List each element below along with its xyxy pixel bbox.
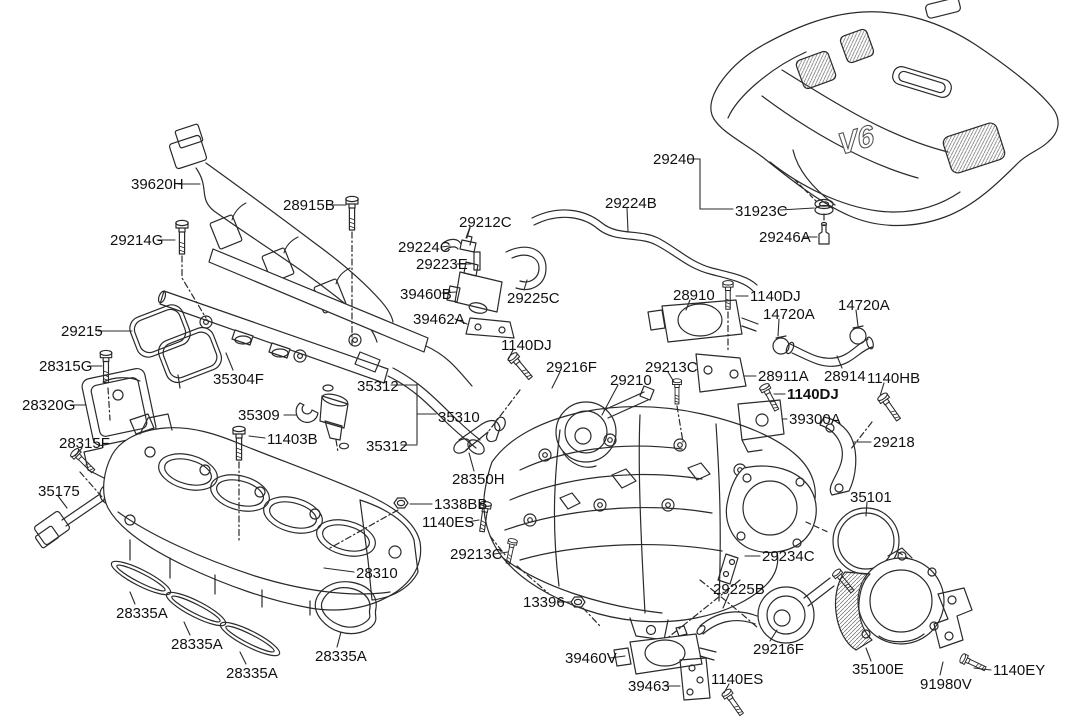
part-label-35101: 35101 [850, 489, 892, 506]
vacuum-fittings [442, 209, 758, 339]
part-label-35310: 35310 [438, 409, 480, 426]
part-label-28910: 28910 [673, 287, 715, 304]
bracket-39463 [679, 657, 711, 701]
solenoid-39460V [613, 625, 747, 718]
part-label-13396: 13396 [523, 594, 565, 611]
plenum-gasket [129, 304, 223, 389]
hose-28914 [772, 325, 874, 367]
part-label-1140dj: 1140DJ [750, 288, 801, 305]
upper-intake-manifold [483, 406, 817, 641]
small-hardware [175, 195, 684, 627]
part-label-29213c: 29213C [450, 546, 503, 563]
part-label-29223e: 29223E [416, 256, 468, 273]
part-label-28335a: 28335A [315, 648, 367, 665]
part-label-29246a: 29246A [759, 229, 811, 246]
part-label-35175: 35175 [38, 483, 80, 500]
part-label-28335a: 28335A [171, 636, 223, 653]
part-label-39620h: 39620H [131, 176, 184, 193]
part-label-28350h: 28350H [452, 471, 505, 488]
part-label-35312: 35312 [366, 438, 408, 455]
part-label-29224c: 29224C [398, 239, 451, 256]
part-label-39460b: 39460B [400, 286, 452, 303]
vacuum-elbow [453, 416, 506, 454]
part-label-1140dj: 1140DJ [501, 337, 552, 354]
part-label-1338bb: 1338BB [434, 496, 488, 513]
part-label-91980v: 91980V [920, 676, 972, 693]
part-label-35312: 35312 [357, 378, 399, 395]
part-label-29218: 29218 [873, 434, 915, 451]
leader-lines [57, 158, 992, 694]
part-label-29214g: 29214G [110, 232, 164, 249]
part-label-29240: 29240 [653, 151, 695, 168]
part-label-29215: 29215 [61, 323, 103, 340]
part-label-1140es: 1140ES [711, 671, 764, 688]
part-label-29234c: 29234C [762, 548, 815, 565]
part-label-29212c: 29212C [459, 214, 512, 231]
part-label-28315f: 28315F [59, 435, 110, 452]
manifold-gaskets [110, 560, 377, 657]
part-label-1140es: 1140ES [422, 514, 475, 531]
part-label-11403b: 11403B [267, 431, 318, 448]
part-label-31923c: 31923C [735, 203, 788, 220]
part-label-28914: 28914 [824, 368, 866, 385]
bracket-91980V [933, 587, 988, 674]
part-label-29225c: 29225C [507, 290, 560, 307]
part-label-28335a: 28335A [226, 665, 278, 682]
throttle-body [834, 547, 945, 651]
part-label-39463: 39463 [628, 678, 670, 695]
part-label-1140hb: 1140HB [867, 370, 921, 387]
bracket-28911A [695, 353, 747, 393]
part-label-35100e: 35100E [852, 661, 904, 678]
part-label-29224b: 29224B [605, 195, 657, 212]
part-label-28320g: 28320G [22, 397, 76, 414]
part-label-29216f: 29216F [753, 641, 804, 658]
part-label-1140dj: 1140DJ [787, 386, 839, 403]
part-label-1140ey: 1140EY [993, 662, 1046, 679]
vcm-actuator-top [555, 385, 655, 468]
part-label-29213c: 29213C [645, 359, 698, 376]
part-label-29225b: 29225B [713, 581, 765, 598]
lower-intake-manifold [83, 413, 422, 616]
fuel-rail [157, 248, 485, 455]
part-label-39300a: 39300A [789, 411, 841, 428]
part-label-29210: 29210 [610, 372, 652, 389]
part-label-35309: 35309 [238, 407, 280, 424]
part-label-28335a: 28335A [116, 605, 168, 622]
bracket-29218 [819, 391, 904, 496]
part-label-14720a: 14720A [763, 306, 815, 323]
part-label-39462a: 39462A [413, 311, 465, 328]
part-label-28911a: 28911A [758, 368, 809, 385]
injector-clip [295, 402, 319, 423]
part-label-39460v: 39460V [565, 650, 617, 667]
map-sensor-39300A [737, 381, 785, 453]
part-label-14720a: 14720A [838, 297, 890, 314]
part-label-28915b: 28915B [283, 197, 335, 214]
part-label-28310: 28310 [356, 565, 398, 582]
part-label-28315g: 28315G [39, 358, 93, 375]
purge-valve-28910 [647, 280, 759, 353]
part-label-29216f: 29216F [546, 359, 597, 376]
fuel-injector [232, 384, 350, 543]
part-label-35304f: 35304F [213, 371, 264, 388]
